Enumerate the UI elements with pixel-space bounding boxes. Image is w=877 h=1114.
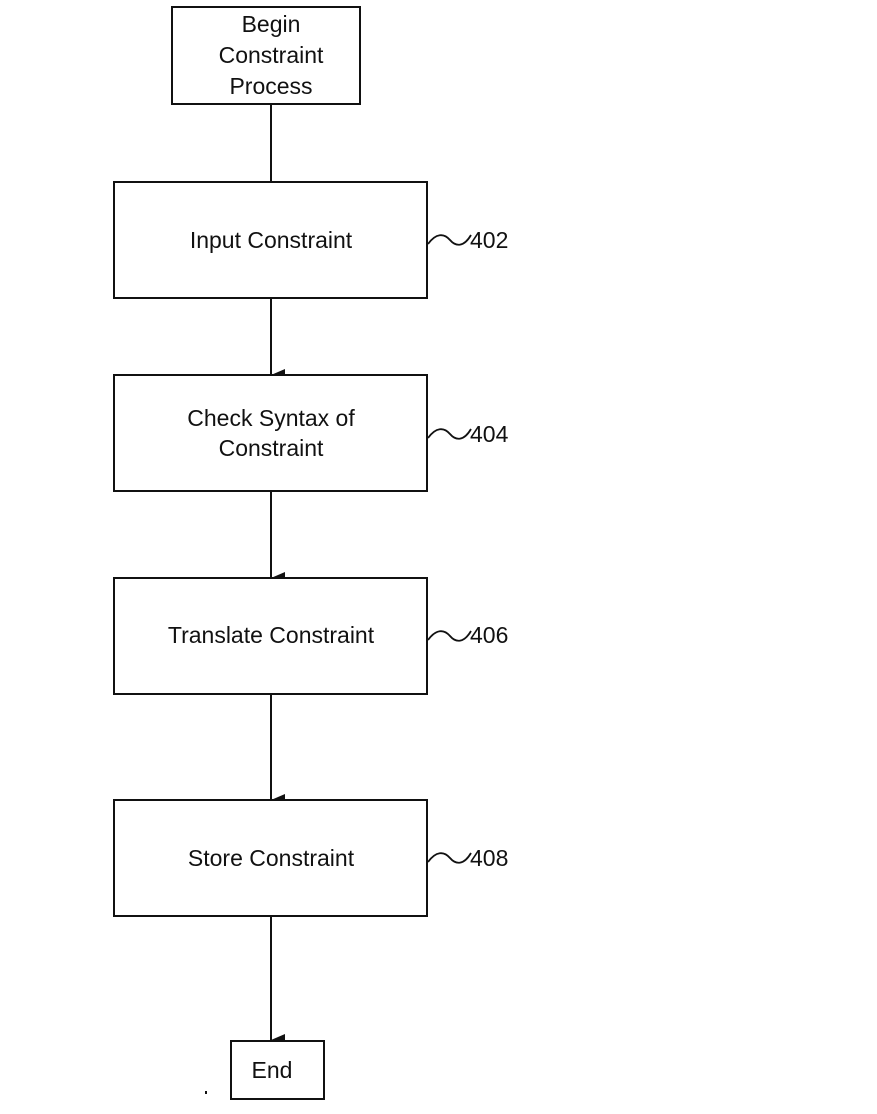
reference-leader-408 <box>427 852 472 864</box>
step-input-constraint-label: Input Constraint <box>190 227 353 253</box>
scan-speck <box>205 1091 207 1094</box>
reference-number-404: 404 <box>470 421 509 447</box>
start-node-line-1: Begin <box>242 11 301 37</box>
start-node-line-3: Process <box>229 73 312 99</box>
start-node-line-2: Constraint <box>219 42 324 68</box>
step-translate-constraint: Translate Constraint <box>113 577 428 695</box>
step-check-syntax-label-line-1: Check Syntax of <box>187 405 355 431</box>
reference-leader-406 <box>427 630 472 642</box>
step-translate-constraint-label: Translate Constraint <box>168 622 375 648</box>
start-node: Begin Constraint Process <box>171 6 361 105</box>
reference-number-406: 406 <box>470 622 508 648</box>
reference-leader-404 <box>427 428 472 440</box>
reference-number-402: 402 <box>470 227 508 253</box>
step-check-syntax-label-line-2: Constraint <box>219 435 324 461</box>
end-node: End <box>230 1040 325 1100</box>
step-check-syntax: Check Syntax of Constraint <box>113 374 428 492</box>
reference-leader-402 <box>427 234 472 246</box>
end-node-label: End <box>252 1057 293 1083</box>
step-store-constraint: Store Constraint <box>113 799 428 917</box>
reference-number-408: 408 <box>470 845 508 871</box>
step-input-constraint: Input Constraint <box>113 181 428 299</box>
step-store-constraint-label: Store Constraint <box>188 845 355 871</box>
